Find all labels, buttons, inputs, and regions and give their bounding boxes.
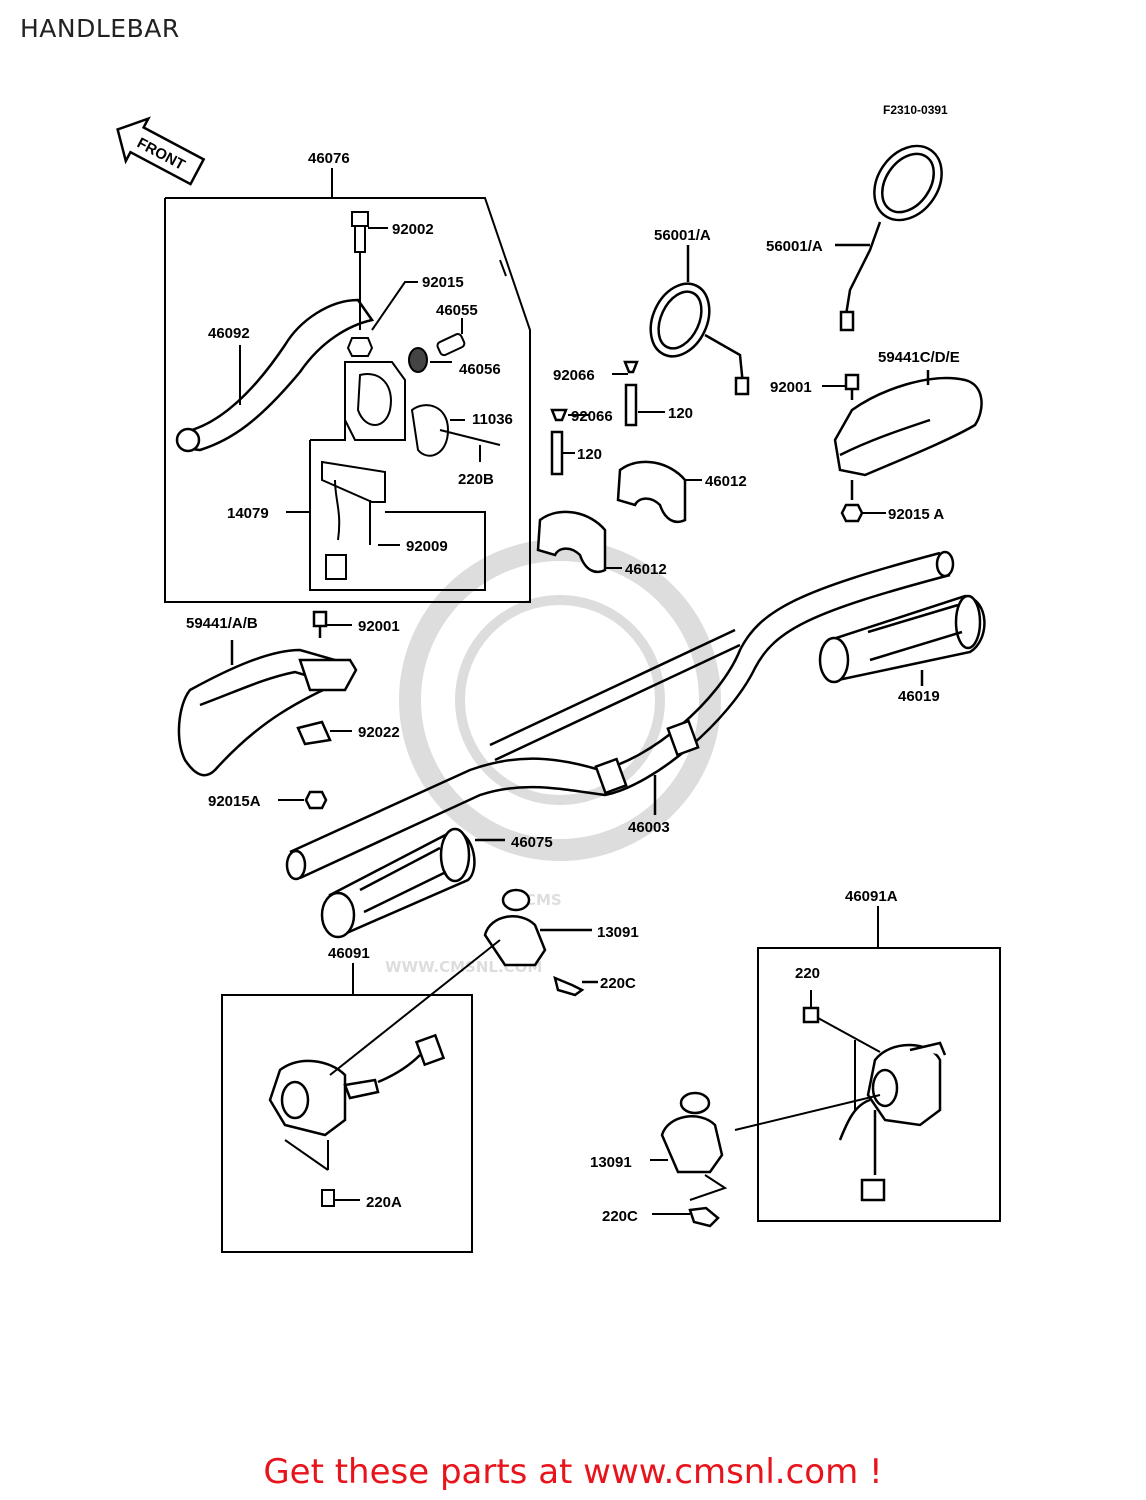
grip-left-throttle bbox=[320, 827, 505, 939]
label-46076: 46076 bbox=[308, 150, 350, 167]
label-46012-a: 46012 bbox=[705, 473, 747, 490]
mirror-left bbox=[649, 245, 750, 396]
label-46012-b: 46012 bbox=[625, 561, 667, 578]
right-hand-guard bbox=[833, 370, 983, 523]
mirror-right bbox=[835, 144, 943, 332]
label-46075: 46075 bbox=[511, 834, 553, 851]
label-120-a: 120 bbox=[668, 405, 693, 422]
left-hand-guard bbox=[177, 610, 358, 810]
left-guard-leaders bbox=[278, 624, 352, 801]
label-11036: 11036 bbox=[472, 411, 513, 428]
label-92001-left: 92001 bbox=[358, 618, 400, 635]
label-56001A-left: 56001/A bbox=[654, 227, 711, 244]
label-92015: 92015 bbox=[422, 274, 464, 291]
label-220A: 220A bbox=[366, 1194, 402, 1211]
label-92009: 92009 bbox=[406, 538, 448, 555]
label-92015A-right: 92015 A bbox=[888, 506, 944, 523]
grip-right bbox=[818, 594, 986, 686]
clamp-leaders bbox=[563, 373, 702, 569]
label-92002: 92002 bbox=[392, 221, 434, 238]
cms-watermark: CMS WWW.CMSNL.COM bbox=[385, 539, 721, 976]
diagram-code: F2310-0391 bbox=[883, 103, 948, 117]
label-92066-a: 92066 bbox=[553, 367, 595, 384]
clutch-lever-assembly bbox=[164, 168, 531, 603]
label-46003: 46003 bbox=[628, 819, 670, 836]
label-59441AB: 59441/A/B bbox=[186, 615, 258, 632]
label-13091-b: 13091 bbox=[590, 1154, 632, 1171]
label-56001A-right: 56001/A bbox=[766, 238, 823, 255]
label-92022: 92022 bbox=[358, 724, 400, 741]
watermark-brand: CMS bbox=[525, 891, 562, 909]
handlebar bbox=[285, 550, 955, 881]
label-46091A: 46091A bbox=[845, 888, 898, 905]
front-arrow-icon: FRONT bbox=[116, 116, 206, 186]
label-14079: 14079 bbox=[227, 505, 269, 522]
right-guard-leaders bbox=[822, 385, 886, 514]
promo-link[interactable]: Get these parts at www.cmsnl.com ! bbox=[263, 1452, 883, 1492]
label-46056: 46056 bbox=[459, 361, 501, 378]
label-92001-right: 92001 bbox=[770, 379, 812, 396]
switch-box-46091A bbox=[650, 906, 1001, 1228]
label-13091-a: 13091 bbox=[597, 924, 639, 941]
label-46091: 46091 bbox=[328, 945, 370, 962]
label-220B: 220B bbox=[458, 471, 494, 488]
page-title: HANDLEBAR bbox=[20, 14, 180, 43]
label-120-b: 120 bbox=[577, 446, 602, 463]
label-92066-b: 92066 bbox=[571, 408, 613, 425]
switch-housing-13091 bbox=[483, 888, 598, 997]
part-labels: 46076 92002 92015 46092 46055 46056 1103… bbox=[186, 150, 960, 1225]
label-220C-a: 220C bbox=[600, 975, 636, 992]
handlebar-clamps bbox=[536, 360, 687, 574]
label-92015A-left: 92015A bbox=[208, 793, 261, 810]
label-46092: 46092 bbox=[208, 325, 250, 342]
label-59441CDE: 59441C/D/E bbox=[878, 349, 960, 366]
label-220C-b: 220C bbox=[602, 1208, 638, 1225]
label-220: 220 bbox=[795, 965, 820, 982]
label-46055: 46055 bbox=[436, 302, 478, 319]
label-46019: 46019 bbox=[898, 688, 940, 705]
switch-box-46091 bbox=[221, 939, 501, 1253]
